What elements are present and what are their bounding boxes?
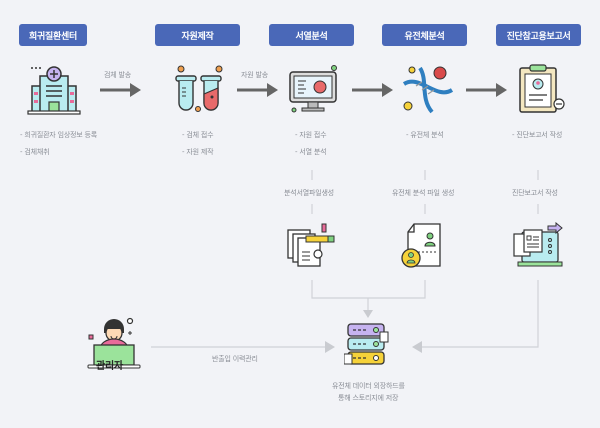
test-tubes-icon <box>170 64 226 116</box>
stage-5-item-1: - 진단보고서 작성 <box>512 131 563 139</box>
stage-5-description: - 진단보고서 작성 <box>512 130 562 141</box>
clipboard-report-icon <box>514 64 570 116</box>
flow-arrow-2 <box>237 83 278 97</box>
stage-button-diagnostic-report[interactable]: 진단참고용보고서 <box>496 24 581 46</box>
stage-1-item-1: - 희귀질환자 임상정보 등록 <box>20 131 98 139</box>
laptop-report-icon <box>512 222 564 270</box>
genome-file-icon <box>400 222 452 270</box>
admin-flow-label: 반출입 이력관리 <box>212 355 258 363</box>
stage-button-rare-disease-center[interactable]: 희귀질환센터 <box>19 24 87 46</box>
arrow-label-resource-shipping: 자원 발송 <box>241 71 268 79</box>
stage-button-genome-analysis[interactable]: 유전체분석 <box>382 24 467 46</box>
storage-caption-line-2: 통해 스토리지에 저장 <box>338 394 399 402</box>
stage-button-resource-production[interactable]: 자원제작 <box>155 24 240 46</box>
sequence-files-icon <box>286 222 338 270</box>
storage-server-icon <box>344 322 390 368</box>
arrow-report-to-storage <box>412 341 422 353</box>
stage-button-sequencing[interactable]: 서열분석 <box>269 24 354 46</box>
output-label-report: 진단보고서 작성 <box>512 189 558 197</box>
output-connectors <box>151 170 539 348</box>
stage-4-item-1: - 유전체 분석 <box>406 131 444 139</box>
admin-label: 관리자 <box>96 361 123 372</box>
arrow-down-to-storage <box>363 310 373 318</box>
stage-1-item-2: - 검체채취 <box>20 148 50 156</box>
arrow-admin-to-storage <box>325 341 335 353</box>
hospital-icon <box>26 64 82 116</box>
monitor-virus-icon <box>286 64 342 116</box>
flow-arrow-4 <box>466 83 507 97</box>
stage-3-description: - 자원 접수 - 서열 분석 <box>295 130 327 158</box>
stage-2-item-1: - 검체 접수 <box>182 131 214 139</box>
stage-3-item-1: - 자원 접수 <box>295 131 327 139</box>
output-label-genome-file: 유전체 분석 파일 생성 <box>392 189 455 197</box>
arrow-label-sample-shipping: 검체 발송 <box>104 71 131 79</box>
stage-2-item-2: - 자원 제작 <box>182 148 214 156</box>
stage-2-description: - 검체 접수 - 자원 제작 <box>182 130 214 158</box>
storage-caption-line-1: 유전체 데이터 외장하드를 <box>332 382 405 390</box>
flow-arrow-3 <box>352 83 393 97</box>
stage-1-description: - 희귀질환자 임상정보 등록 - 검체채취 <box>20 130 97 158</box>
flow-arrow-1 <box>100 83 141 97</box>
output-label-sequence-files: 분석서열파일생성 <box>284 189 334 197</box>
admin-icon <box>86 315 142 371</box>
stage-3-item-2: - 서열 분석 <box>295 148 327 156</box>
stage-4-description: - 유전체 분석 <box>406 130 444 141</box>
dna-icon <box>400 64 456 116</box>
